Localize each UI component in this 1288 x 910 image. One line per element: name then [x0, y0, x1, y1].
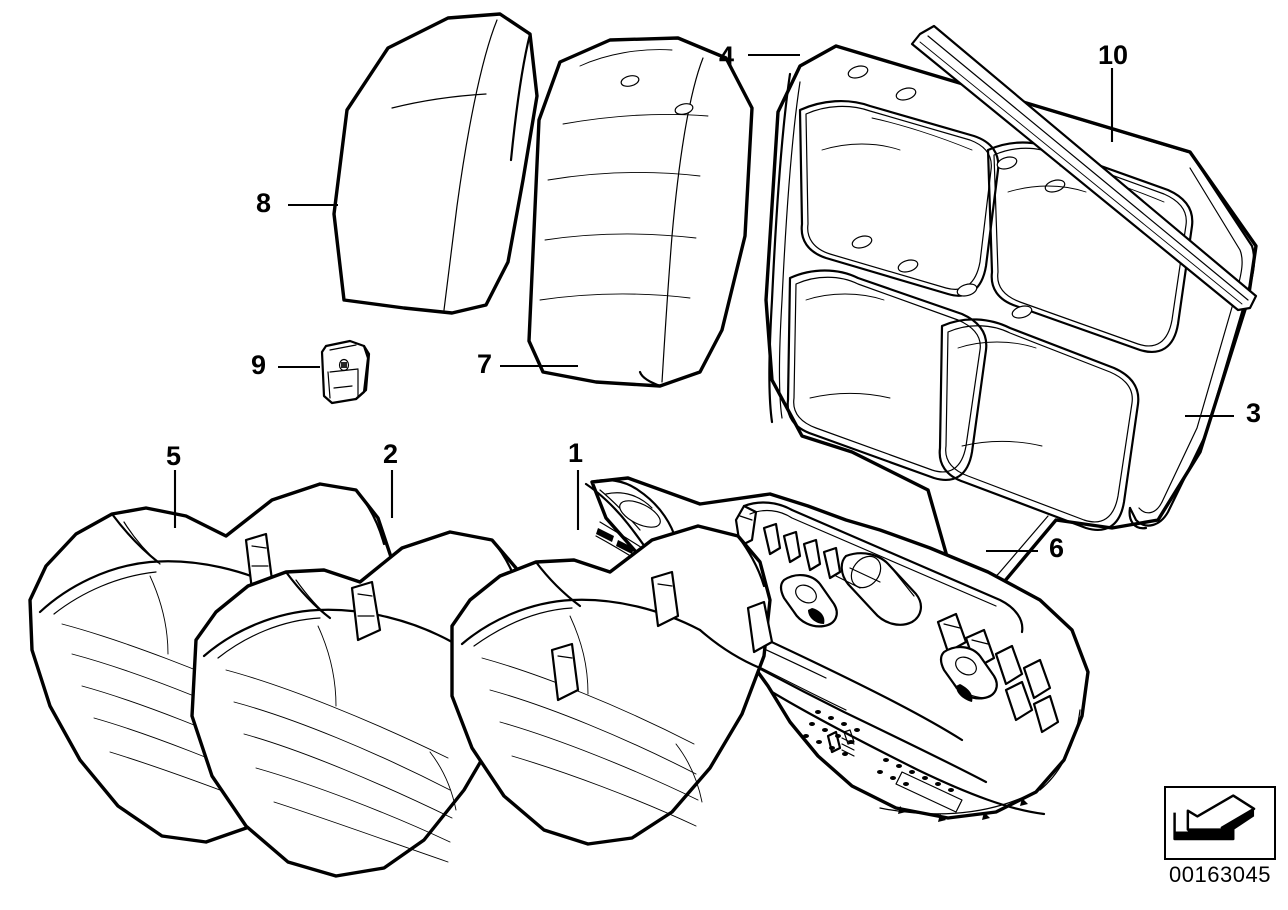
leader-lines [173, 53, 1234, 553]
part-4-backrest-pad-main [764, 44, 1258, 589]
part-3-backrest-side-bolster-right [1128, 150, 1256, 530]
callout-9: 9 [251, 350, 267, 380]
callout-5: 5 [166, 441, 182, 471]
folded-arrow-icon [1173, 794, 1256, 841]
part-7-backrest-pad-side-left [527, 36, 754, 388]
callout-8: 8 [256, 188, 272, 218]
diagram-id-label: 00163045 [1169, 862, 1271, 887]
part-8-backrest-bolster-pad [332, 12, 539, 315]
seat-cushion-pad-right [450, 524, 774, 846]
part-10-trim-strip [910, 24, 1258, 312]
callout-4: 4 [719, 41, 735, 71]
callout-2: 2 [383, 439, 399, 469]
callout-7: 7 [477, 349, 493, 379]
callout-6: 6 [1049, 533, 1065, 563]
part-9-guide-bushing-clip [320, 339, 371, 405]
comb-detail [826, 729, 855, 757]
callout-10: 10 [1098, 40, 1129, 70]
diagram-id-box [1164, 786, 1276, 860]
perforation-pattern [803, 710, 954, 792]
callout-3: 3 [1246, 398, 1262, 428]
callout-1: 1 [568, 438, 584, 468]
